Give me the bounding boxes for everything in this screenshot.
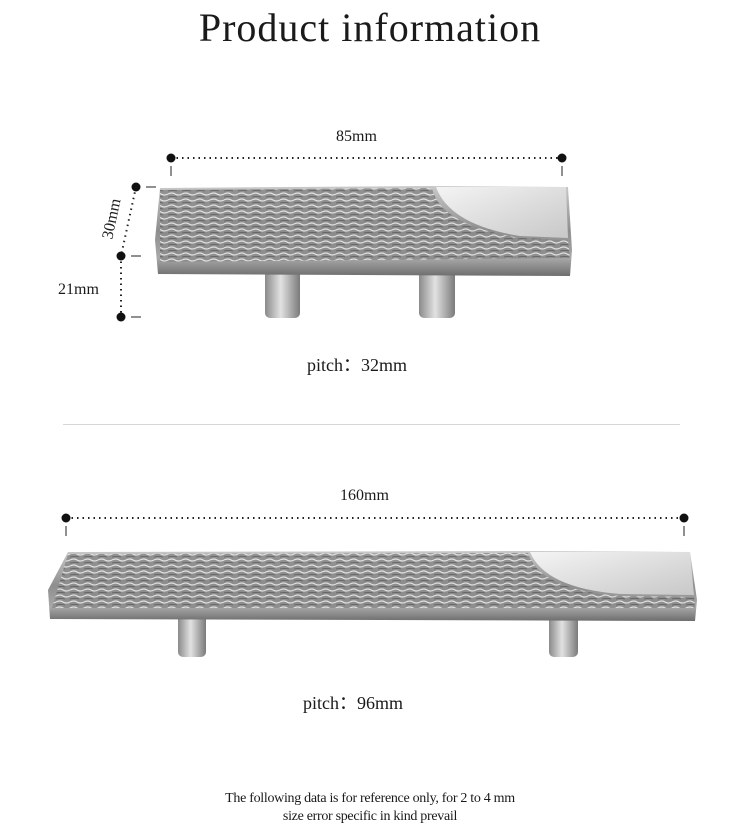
leg-height-label-small: 21mm <box>58 281 99 298</box>
width-label-large: 160mm <box>340 487 389 504</box>
height-dimension-small <box>116 182 156 322</box>
width-dimension-large <box>61 513 689 536</box>
section-divider <box>63 424 680 425</box>
page-title: Product information <box>198 5 542 50</box>
disclaimer-note: The following data is for reference only… <box>0 790 740 826</box>
large-handle-image <box>48 551 697 657</box>
disclaimer-line-2: size error specific in kind prevail <box>282 809 458 824</box>
disclaimer-line-1: The following data is for reference only… <box>225 791 515 806</box>
width-label-small: 85mm <box>336 128 377 145</box>
width-dimension-small <box>166 153 567 176</box>
small-handle-image <box>155 186 572 318</box>
pitch-label-small: pitch：32mm <box>307 355 407 375</box>
pitch-label-large: pitch：96mm <box>303 693 403 713</box>
